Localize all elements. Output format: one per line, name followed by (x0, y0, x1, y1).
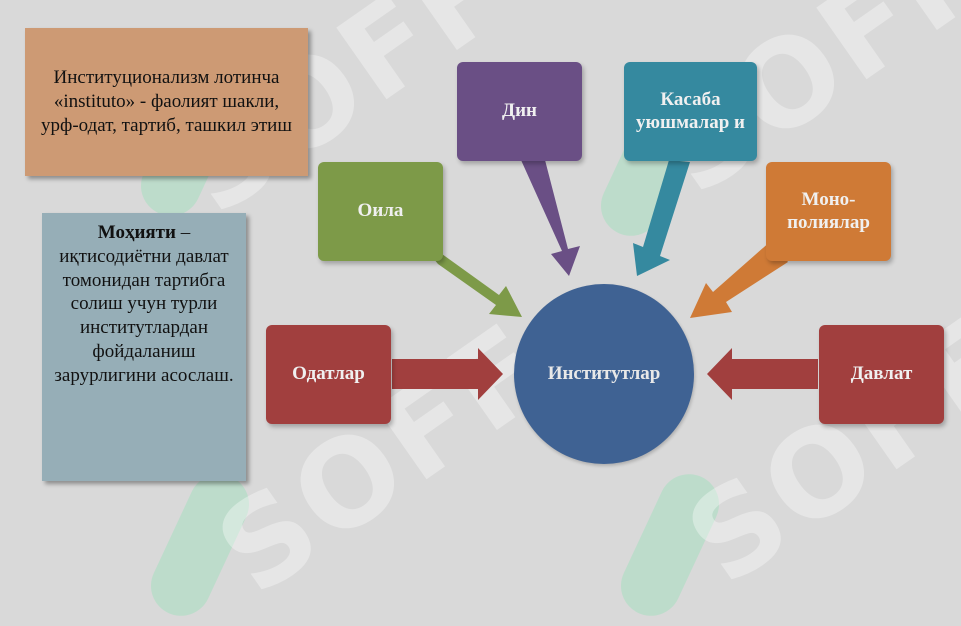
essence-text: – иқтисодиётни давлат томонидан тартибга… (54, 222, 234, 386)
arrow-family (420, 242, 522, 317)
node-monopolies: Моно-полиялар (766, 162, 891, 261)
node-unions-label: Касаба уюшмалар и (636, 88, 745, 133)
arrow-unions (633, 160, 690, 276)
definition-text: Институционализм лотинча «instituto» - ф… (41, 67, 292, 136)
essence-term: Моҳияти (97, 222, 176, 243)
center-label: Институтлар (547, 363, 661, 384)
node-customs: Одатлар (266, 325, 391, 424)
node-monopolies-label: Моно-полиялар (787, 188, 870, 233)
arrow-customs (392, 348, 503, 400)
definition-box: Институционализм лотинча «instituto» - ф… (25, 28, 308, 176)
node-customs-label: Одатлар (292, 363, 365, 385)
arrow-state (707, 348, 818, 400)
essence-box: Моҳияти – иқтисодиётни давлат томонидан … (42, 213, 246, 481)
node-state: Давлат (819, 325, 944, 424)
node-state-label: Давлат (850, 363, 913, 385)
node-family-label: Оила (357, 200, 404, 222)
center-institutions: Институтлар (514, 284, 694, 464)
node-family: Оила (318, 162, 443, 261)
node-unions: Касаба уюшмалар и (624, 62, 757, 161)
arrows-layer (392, 160, 818, 400)
node-religion-label: Дин (502, 100, 537, 122)
arrow-religion (521, 160, 580, 276)
node-religion: Дин (457, 62, 582, 161)
arrow-monopolies (690, 240, 788, 318)
